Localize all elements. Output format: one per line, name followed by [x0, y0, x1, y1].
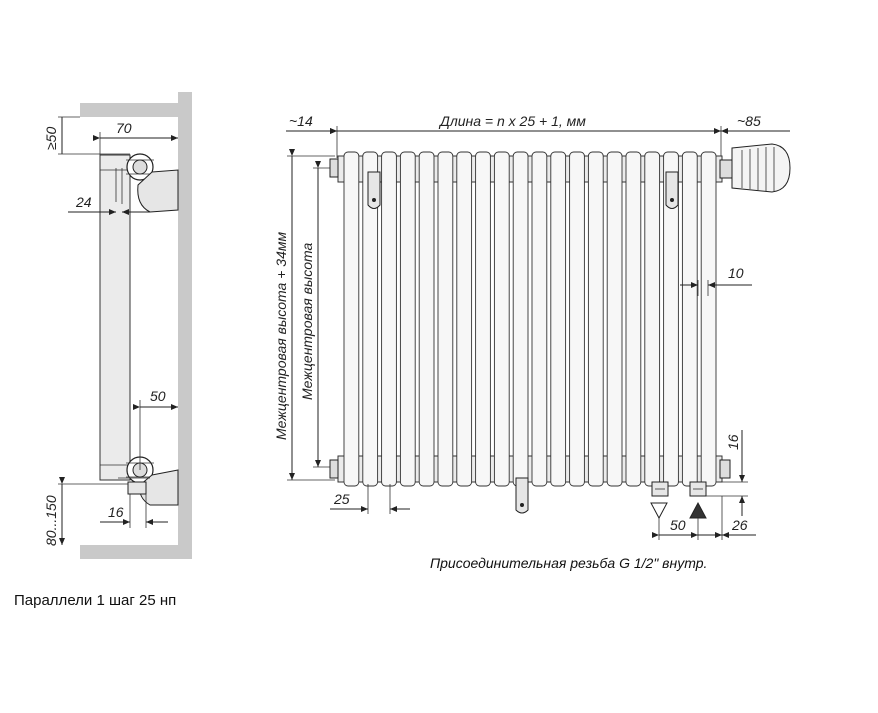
radiator-tube [606, 151, 623, 487]
top-left-plug [329, 158, 339, 178]
wall-right [178, 92, 192, 559]
radiator-tube [475, 151, 491, 487]
bracket-top-right [665, 171, 679, 209]
dim-pipe-offset: 24 [75, 194, 92, 210]
top-bracket [137, 169, 179, 213]
dim-center-height: Межцентровая высота [299, 242, 315, 400]
bracket-bottom-center [515, 477, 529, 514]
dim-floor-gap: 80...150 [43, 495, 59, 546]
radiator-tube [644, 151, 661, 487]
dim-right-overhang: ~85 [737, 113, 761, 129]
dim-bottom-pipe: 16 [108, 504, 124, 520]
dim-left-overhang: ~14 [289, 113, 313, 129]
bracket-top-left [367, 171, 381, 209]
radiator-tube [456, 151, 473, 487]
dim-tube-gap: 10 [728, 265, 744, 281]
radiator-tube [569, 151, 585, 487]
dim-connection-spacing: 50 [670, 517, 686, 533]
radiator-tube [343, 151, 360, 487]
radiator-tube [362, 151, 379, 487]
radiator-tube [493, 151, 510, 487]
dim-bracket-offset: 50 [150, 388, 166, 404]
dim-bottom-offset: 16 [725, 434, 741, 450]
bottom-left-plug [329, 459, 339, 479]
flow-out-arrow [650, 502, 668, 520]
dim-center-height-plus: Межцентровая высота + 34мм [273, 232, 289, 440]
flow-in-arrow [689, 501, 707, 519]
radiator-tube [681, 151, 698, 487]
dim-right-connection: 26 [731, 517, 748, 533]
radiator-tube [663, 151, 679, 487]
side-caption: Параллели 1 шаг 25 нп [14, 592, 176, 609]
front-caption: Присоединительная резьба G 1/2" внутр. [430, 555, 707, 571]
top-collector [126, 153, 154, 181]
dim-min-top-gap: ≥50 [43, 127, 59, 150]
radiator-tube [437, 151, 454, 487]
bottom-pipe-stub [127, 481, 147, 495]
radiator-tube [399, 151, 416, 487]
dim-depth: 70 [116, 120, 132, 136]
side-view: ≥50 70 24 50 16 80...150 [43, 92, 192, 559]
dim-left-connection: 25 [333, 491, 350, 507]
radiator-tube [531, 151, 548, 487]
bottom-right-plug [719, 459, 731, 479]
wall-top [80, 103, 192, 117]
radiator-side-profile [99, 154, 131, 481]
radiator-tube [700, 151, 717, 487]
radiator-tube [418, 151, 435, 487]
radiator-tube [587, 151, 604, 487]
radiator-tube [512, 151, 529, 487]
radiator-tube [381, 151, 397, 487]
top-right-plug [719, 159, 733, 179]
radiator-tubes [343, 151, 717, 487]
dim-length-formula: Длина = n x 25 + 1, мм [438, 113, 586, 129]
floor [80, 545, 192, 559]
thermostat-valve-head [731, 143, 791, 193]
front-view: ~14 Длина = n x 25 + 1, мм ~85 Межцентро… [273, 113, 791, 540]
radiator-tube [550, 151, 567, 487]
radiator-tube [625, 151, 642, 487]
